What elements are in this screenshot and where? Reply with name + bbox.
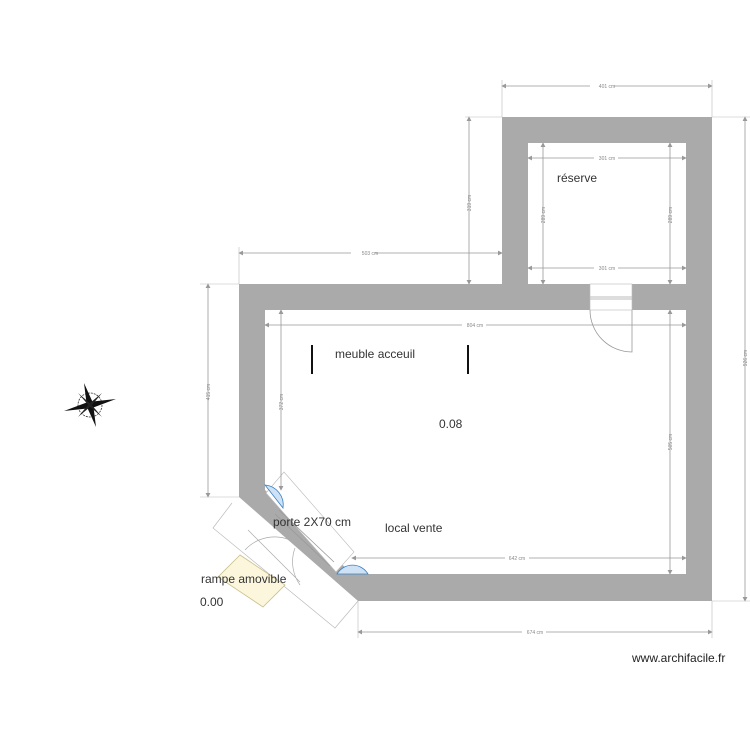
dim-reserve-inner-top: 301 cm	[599, 156, 615, 162]
dim-reserve-inner-left: 289 cm	[541, 207, 547, 223]
dim-right-outer: 926 cm	[743, 350, 749, 366]
reserve-door-swing	[589, 309, 633, 353]
dim-bottom-inner: 642 cm	[509, 556, 525, 562]
ramp-label: rampe amovible	[201, 572, 287, 586]
dim-bottom-outer: 674 cm	[527, 630, 543, 636]
dim-top-reserve: 401 cm	[599, 84, 615, 90]
dim-main-inner-top: 804 cm	[467, 323, 483, 329]
watermark: www.archifacile.fr	[632, 651, 726, 665]
floor-level-outside: 0.00	[200, 595, 224, 609]
dim-right-inner: 505 cm	[668, 434, 674, 450]
dim-left-inner: 372 cm	[279, 394, 285, 410]
entrance-door-swing	[244, 529, 301, 586]
window-bottom[interactable]	[336, 564, 369, 575]
entrance-door-opening[interactable]	[265, 471, 355, 573]
door-label: porte 2X70 cm	[273, 515, 352, 529]
window-left[interactable]	[264, 484, 284, 509]
dim-top-left: 503 cm	[362, 251, 378, 257]
floor-level-inside: 0.08	[439, 417, 463, 431]
ramp[interactable]	[217, 554, 286, 608]
furniture-label: meuble acceuil	[335, 347, 416, 361]
dim-reserve-inner-bottom: 301 cm	[599, 266, 615, 272]
dim-reserve-inner-right: 289 cm	[668, 207, 674, 223]
dim-left-reserve: 319 cm	[467, 195, 473, 211]
room-label-local-vente: local vente	[385, 521, 443, 535]
dim-left-outer: 415 cm	[206, 384, 212, 400]
compass-rose-icon	[64, 383, 116, 427]
room-label-reserve: réserve	[557, 171, 598, 185]
